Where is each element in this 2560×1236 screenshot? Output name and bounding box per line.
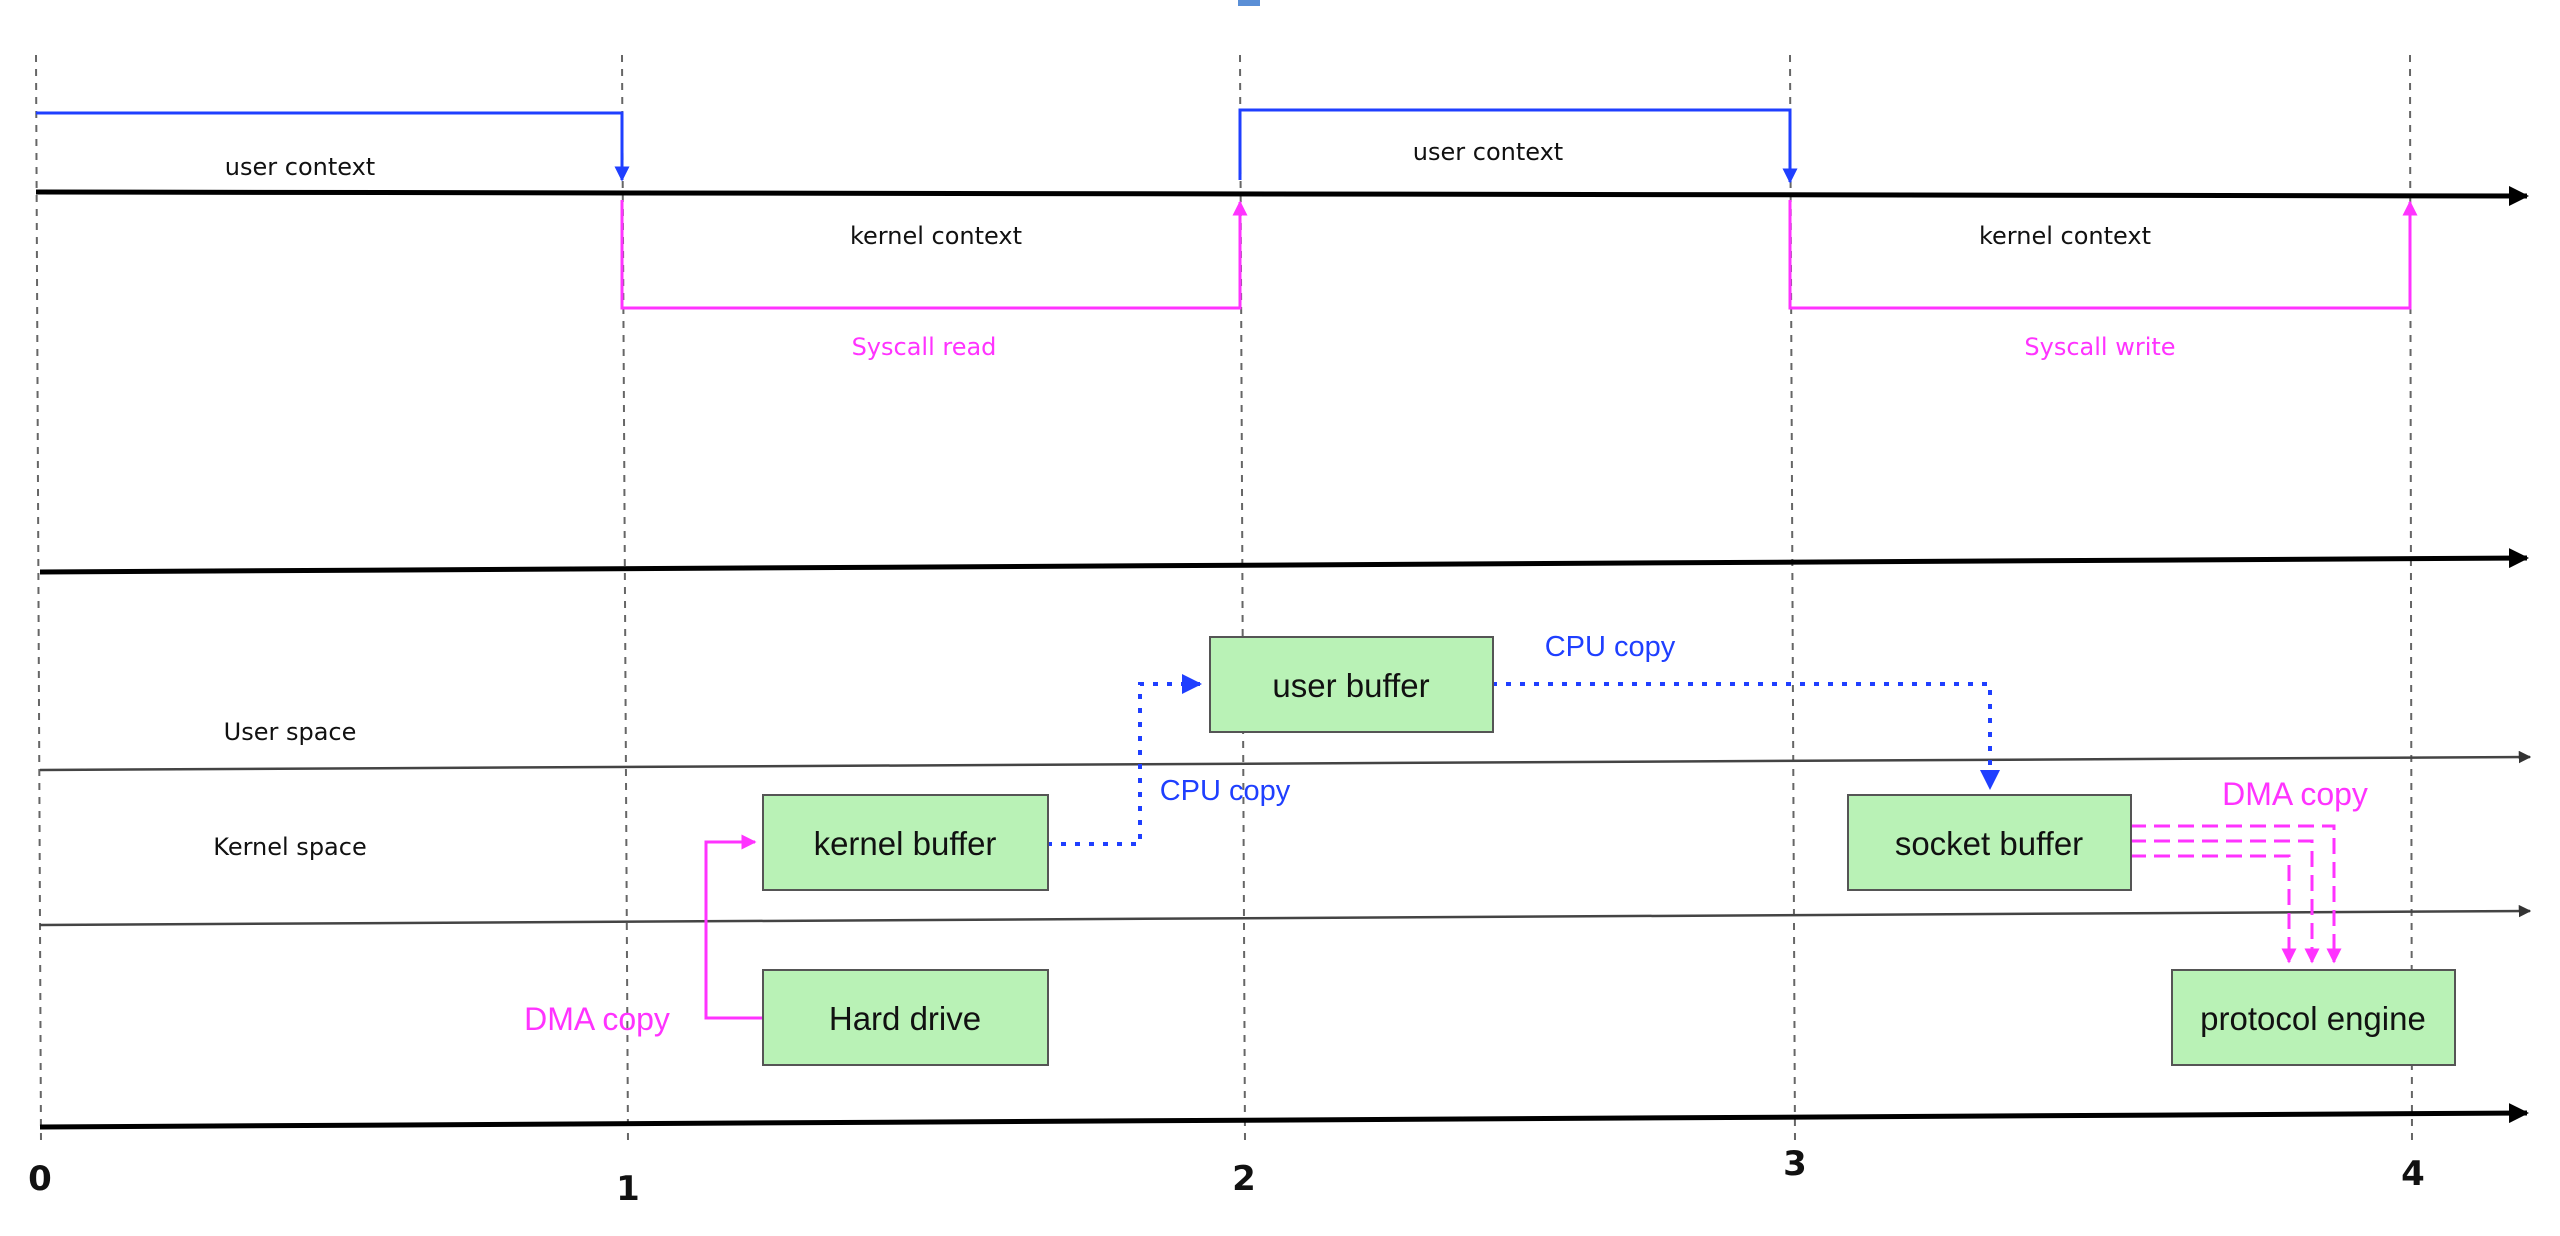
cpu-copy-label-mid: CPU copy	[1160, 775, 1291, 807]
user-space-divider	[39, 750, 2532, 772]
socket-buffer-box: socket buffer	[1847, 794, 2132, 891]
user-buffer-rect	[1209, 636, 1494, 733]
dma-copy-arrow-b	[2130, 839, 2320, 964]
dma-copy-arrow-c	[2130, 854, 2297, 964]
kernel-space-divider	[39, 904, 2532, 927]
socket-buffer-label: socket buffer	[1895, 825, 2083, 862]
kernel-buffer-box: kernel buffer	[762, 794, 1049, 891]
user-buffer-box: user buffer	[1209, 636, 1494, 733]
kernel-context-label-2: kernel context	[1979, 222, 2151, 250]
top-edge-mark	[1238, 0, 1260, 6]
kernel-context-label-1: kernel context	[850, 222, 1022, 250]
cpu-copy-label-top: CPU copy	[1545, 631, 1676, 663]
user-buffer-label: user buffer	[1272, 667, 1429, 704]
time-axis	[39, 1103, 2529, 1130]
kernel-context-line-read	[620, 200, 1248, 310]
protocol-engine-label: protocol engine	[2200, 1000, 2426, 1037]
vertical-guides	[35, 54, 2413, 1143]
user-context-line-1	[36, 111, 630, 182]
user-context-line-2	[1238, 108, 1798, 184]
context-axis	[35, 185, 2529, 206]
dma-copy-arrows-socket-to-engine	[2130, 824, 2342, 964]
user-space-label: User space	[224, 718, 357, 746]
socket-buffer-rect	[1847, 794, 2132, 891]
tick-label-2: 2	[1232, 1159, 1256, 1199]
dma-copy-arrow-a	[2130, 824, 2342, 964]
cpu-copy-arrow-user-to-socket	[1492, 682, 2000, 790]
copy-section-top-axis	[39, 548, 2529, 575]
tick-label-0: 0	[28, 1159, 52, 1199]
hard-drive-box: Hard drive	[762, 969, 1049, 1066]
syscall-write-label: Syscall write	[2024, 333, 2175, 361]
guide-0	[35, 54, 42, 1143]
kernel-buffer-rect	[762, 794, 1049, 891]
syscall-read-label: Syscall read	[852, 333, 997, 361]
tick-label-1: 1	[616, 1169, 640, 1209]
kernel-space-label: Kernel space	[213, 833, 366, 861]
protocol-engine-rect	[2171, 969, 2456, 1066]
dma-copy-label-left: DMA copy	[524, 1001, 670, 1037]
tick-label-4: 4	[2401, 1154, 2425, 1194]
tick-label-3: 3	[1783, 1144, 1807, 1184]
user-context-label-2: user context	[1413, 138, 1563, 166]
dma-copy-arrow-disk-to-kernel	[704, 834, 762, 1020]
protocol-engine-box: protocol engine	[2171, 969, 2456, 1066]
hard-drive-label: Hard drive	[829, 1000, 981, 1037]
kernel-buffer-label: kernel buffer	[814, 825, 997, 862]
user-context-label-1: user context	[225, 153, 375, 181]
dma-copy-label-right: DMA copy	[2222, 776, 2368, 812]
hard-drive-rect	[762, 969, 1049, 1066]
cpu-copy-arrow-kernel-to-user	[1047, 674, 1202, 846]
kernel-context-line-write	[1788, 200, 2418, 310]
